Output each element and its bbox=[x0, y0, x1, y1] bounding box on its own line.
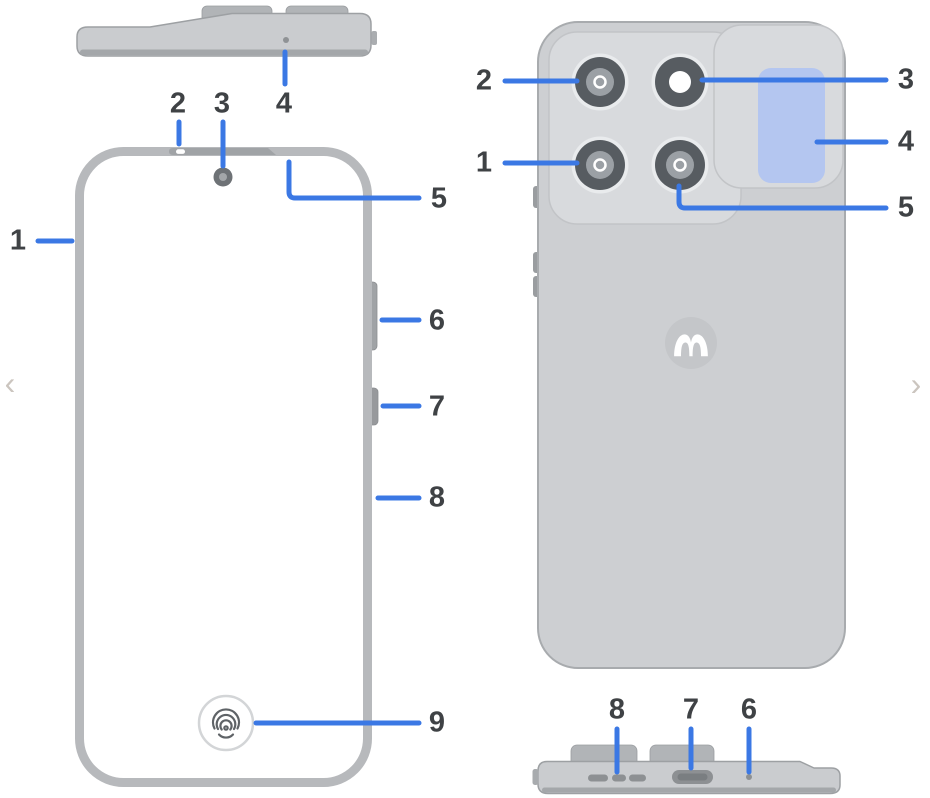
callout-label-back-1: 1 bbox=[475, 146, 493, 179]
usb-c-port bbox=[672, 770, 713, 784]
bottom-edge-view bbox=[532, 744, 841, 795]
top-edge-body bbox=[76, 12, 372, 57]
callout-label-bottom-6: 6 bbox=[740, 693, 758, 726]
callout-label-front-9: 9 bbox=[428, 706, 446, 739]
callout-label-front-5: 5 bbox=[430, 182, 448, 215]
bottom-microphone-hole bbox=[746, 774, 752, 780]
callout-label-back-5: 5 bbox=[897, 191, 915, 224]
callout-label-front-8: 8 bbox=[428, 481, 446, 514]
top-edge-shadow bbox=[80, 49, 368, 55]
front-camera-lens bbox=[219, 173, 227, 181]
callout-lines bbox=[35, 49, 889, 775]
front-view bbox=[75, 147, 379, 787]
carousel-next-button[interactable]: › bbox=[911, 368, 922, 400]
rear-camera-lens-top-left bbox=[571, 53, 629, 111]
rear-camera-lens-bottom-right bbox=[651, 136, 709, 194]
callout-label-front-7: 7 bbox=[428, 390, 446, 423]
flash-window bbox=[758, 68, 825, 183]
callout-label-front-2: 2 bbox=[169, 87, 187, 120]
callout-label-bottom-8: 8 bbox=[608, 693, 626, 726]
callout-label-bottom-7: 7 bbox=[682, 693, 700, 726]
rear-camera-lens-top-right bbox=[651, 53, 709, 111]
top-edge-view bbox=[76, 5, 377, 57]
top-microphone-hole bbox=[283, 37, 289, 43]
callout-label-back-2: 2 bbox=[475, 64, 493, 97]
bottom-edge-shadow bbox=[542, 787, 836, 793]
earpiece-slot bbox=[176, 149, 185, 154]
callout-label-front-1: 1 bbox=[9, 224, 27, 257]
chevron-left-icon: ‹ bbox=[4, 365, 16, 401]
callout-label-back-3: 3 bbox=[897, 63, 915, 96]
speaker-grille bbox=[588, 774, 646, 782]
motorola-batwing-logo bbox=[665, 317, 717, 369]
callout-label-front-6: 6 bbox=[428, 304, 446, 337]
carousel-prev-button[interactable]: ‹ bbox=[5, 367, 16, 399]
callout-label-back-4: 4 bbox=[897, 125, 915, 158]
bottom-edge-button-nub bbox=[532, 769, 539, 785]
chevron-right-icon: › bbox=[910, 366, 922, 402]
camera-module-plate bbox=[548, 31, 742, 225]
back-view bbox=[533, 21, 846, 669]
callout-line-back-5 bbox=[676, 183, 889, 211]
top-edge-button-nub bbox=[371, 31, 377, 45]
fingerprint-icon bbox=[197, 694, 255, 752]
rear-camera-lens-bottom-left bbox=[571, 136, 629, 194]
callout-label-front-3: 3 bbox=[213, 87, 231, 120]
front-frame bbox=[75, 147, 372, 787]
callout-label-front-4: 4 bbox=[275, 87, 293, 120]
callout-line-front-5 bbox=[286, 159, 422, 201]
